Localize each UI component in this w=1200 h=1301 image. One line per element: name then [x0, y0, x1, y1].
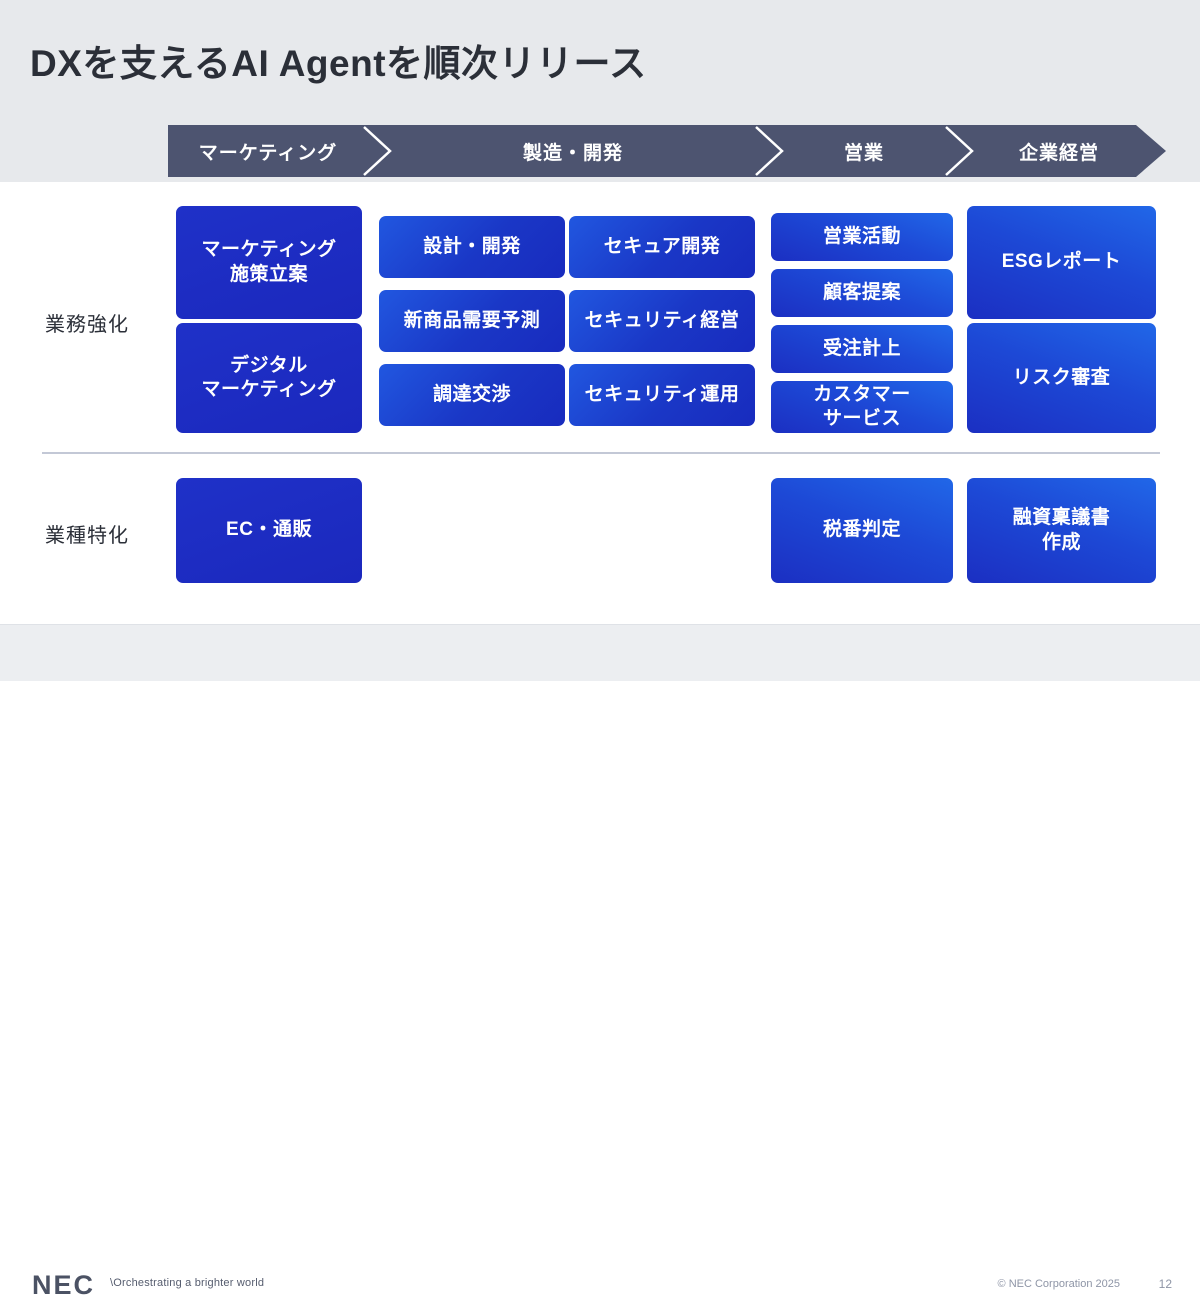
- capability-box-demand-forecast[interactable]: 新商品需要予測: [379, 290, 565, 352]
- chevron-separator-1: [363, 126, 392, 176]
- capability-box-label: 新商品需要予測: [403, 309, 541, 331]
- capability-box-label: デジタル マーケティング: [201, 354, 337, 400]
- process-stage-band: マーケティング 製造・開発 営業 企業経営: [168, 125, 1168, 177]
- capability-box-label: 受注計上: [822, 337, 901, 359]
- chevron-separator-3: [945, 126, 974, 176]
- chevron-band-shape: [168, 125, 1166, 177]
- row-label-business-enhancement: 業務強化: [45, 314, 129, 336]
- capability-box-procurement-negotiation[interactable]: 調達交渉: [379, 364, 565, 426]
- capability-box-ec-mailorder[interactable]: EC・通販: [176, 478, 362, 583]
- capability-box-tariff-classification[interactable]: 税番判定: [771, 478, 953, 583]
- capability-box-label: セキュア開発: [603, 235, 721, 257]
- nec-tagline: \Orchestrating a brighter world: [110, 1277, 265, 1289]
- capability-box-label: セキュリティ運用: [584, 383, 740, 405]
- capability-box-label: 営業活動: [822, 225, 901, 247]
- row-label-industry-specific: 業種特化: [45, 525, 129, 547]
- capability-box-label: 融資稟議書 作成: [1012, 507, 1111, 553]
- capability-box-label: マーケティング 施策立案: [201, 239, 337, 285]
- capability-box-digital-marketing[interactable]: デジタル マーケティング: [176, 323, 362, 433]
- capability-box-security-management[interactable]: セキュリティ経営: [569, 290, 755, 352]
- capability-box-esg-report[interactable]: ESGレポート: [967, 206, 1156, 319]
- page-title: DXを支えるAI Agentを順次リリース: [30, 43, 647, 84]
- capability-box-order-booking[interactable]: 受注計上: [771, 325, 953, 373]
- capability-box-label: 税番判定: [822, 519, 901, 541]
- capability-box-label: 顧客提案: [822, 281, 901, 303]
- footer-band: NEC \Orchestrating a brighter world © NE…: [0, 625, 1200, 1300]
- capability-box-label: リスク審査: [1012, 366, 1111, 388]
- footer-rule: [0, 624, 1200, 625]
- capability-box-loan-approval-document[interactable]: 融資稟議書 作成: [967, 478, 1156, 583]
- capability-box-customer-proposal[interactable]: 顧客提案: [771, 269, 953, 317]
- capability-box-label: 設計・開発: [423, 235, 521, 257]
- capability-box-security-operations[interactable]: セキュリティ運用: [569, 364, 755, 426]
- capability-box-label: カスタマー サービス: [813, 383, 911, 429]
- capability-box-label: 調達交渉: [432, 383, 511, 405]
- page-number: 12: [1158, 1277, 1172, 1291]
- chevron-separator-2: [755, 126, 784, 176]
- capability-box-label: セキュリティ経営: [584, 309, 740, 331]
- capability-box-customer-service[interactable]: カスタマー サービス: [771, 381, 953, 433]
- section-divider: [42, 452, 1160, 454]
- nec-logo: NEC: [32, 1270, 96, 1300]
- capability-box-label: EC・通販: [226, 519, 312, 541]
- copyright-text: © NEC Corporation 2025: [997, 1278, 1120, 1290]
- capability-box-marketing-planning[interactable]: マーケティング 施策立案: [176, 206, 362, 319]
- capability-box-label: ESGレポート: [1001, 251, 1122, 273]
- capability-box-secure-development[interactable]: セキュア開発: [569, 216, 755, 278]
- capability-box-sales-activity[interactable]: 営業活動: [771, 213, 953, 261]
- capability-box-design-development[interactable]: 設計・開発: [379, 216, 565, 278]
- capability-box-risk-screening[interactable]: リスク審査: [967, 323, 1156, 433]
